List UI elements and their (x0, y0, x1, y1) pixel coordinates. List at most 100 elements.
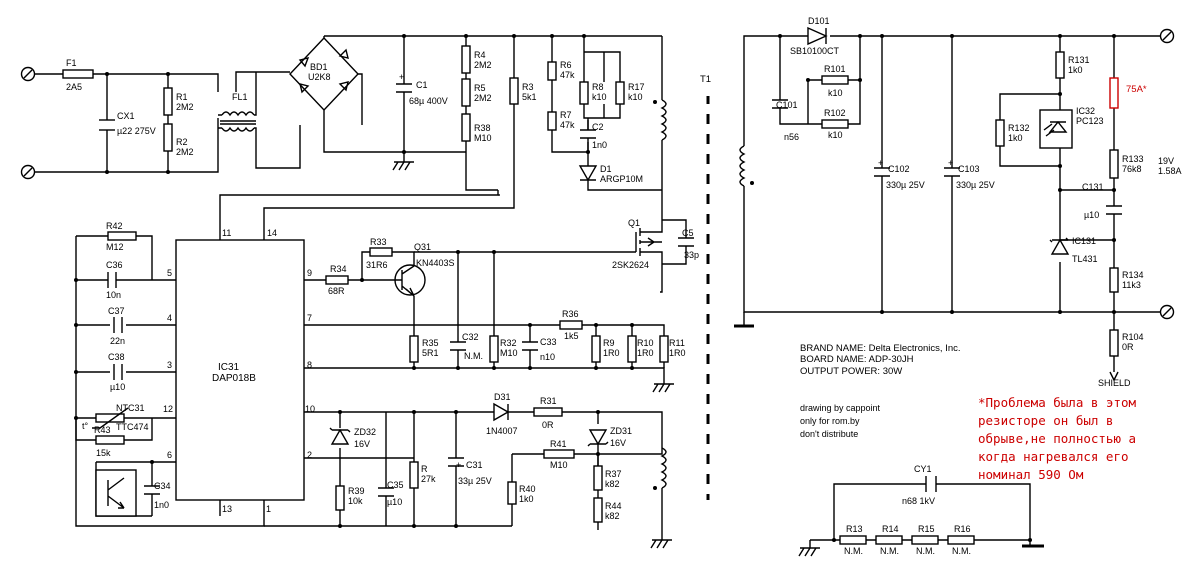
r-ref: R (421, 464, 428, 474)
resistor-r134[interactable] (1109, 267, 1119, 293)
capacitor-c101[interactable] (772, 99, 788, 109)
r40-val: 1k0 (519, 494, 534, 504)
resistor-r1[interactable] (163, 87, 173, 116)
resistor-r17[interactable] (615, 81, 625, 105)
r32-val: M10 (500, 348, 518, 358)
capacitor-c5[interactable] (662, 219, 694, 265)
ic31-chip[interactable] (175, 239, 305, 501)
r9-ref: R9 (603, 338, 615, 348)
resistor-r41[interactable] (543, 449, 575, 459)
resistor-r7[interactable] (547, 111, 557, 131)
mosfet-q1[interactable] (500, 190, 663, 293)
capacitor-c37[interactable] (113, 317, 123, 333)
resistor-75a[interactable] (1109, 77, 1119, 109)
resistor-r43[interactable] (95, 435, 125, 445)
resistor-r32[interactable] (489, 335, 499, 363)
output-terminal-neg[interactable] (1159, 304, 1175, 320)
r10-ref: R10 (637, 338, 654, 348)
capacitor-c38[interactable] (113, 364, 123, 380)
r8-val: k10 (592, 92, 607, 102)
board-info: BRAND NAME: Delta Electronics, Inc. BOAR… (800, 343, 961, 439)
r43-ref: R43 (94, 425, 111, 435)
resistor-r16[interactable] (947, 535, 975, 545)
capacitor-c31[interactable] (448, 457, 464, 467)
transistor-q31[interactable] (394, 264, 426, 297)
diode-d101[interactable] (807, 26, 828, 46)
c31-val: 33µ 25V (458, 476, 492, 486)
resistor-r34[interactable] (325, 275, 349, 285)
resistor-r2[interactable] (163, 123, 173, 152)
capacitor-c32[interactable] (450, 341, 466, 351)
diode-d1[interactable] (578, 152, 662, 191)
brand-name: BRAND NAME: Delta Electronics, Inc. (800, 343, 961, 354)
fuse-f1[interactable] (62, 69, 94, 79)
resistor-r101[interactable] (821, 75, 849, 85)
secondary-wires (734, 35, 1160, 372)
resistor-r13[interactable] (839, 535, 867, 545)
optocoupler-ic32[interactable] (1039, 109, 1073, 149)
resistor-r[interactable] (409, 461, 419, 489)
resistor-r104[interactable] (1109, 329, 1119, 357)
bd1-ref: BD1 (310, 62, 328, 72)
r102-val: k10 (828, 130, 843, 140)
resistor-r10[interactable] (627, 335, 637, 363)
r36-ref: R36 (562, 309, 579, 319)
capacitor-c102[interactable] (874, 167, 890, 177)
capacitor-c1[interactable] (396, 36, 412, 152)
resistor-r35[interactable] (409, 335, 419, 363)
zener-zd32[interactable] (329, 427, 351, 445)
cy1-val: n68 1kV (902, 496, 935, 506)
c31-ref: C31 (466, 460, 483, 470)
resistor-r131[interactable] (1055, 51, 1065, 79)
resistor-r44[interactable] (593, 497, 603, 523)
capacitor-c35[interactable] (378, 487, 394, 497)
q1-val: 2SK2624 (612, 260, 649, 270)
r14-ref: R14 (882, 524, 899, 534)
ac-terminal-bottom[interactable] (20, 164, 36, 180)
diode-d31[interactable] (486, 402, 510, 422)
resistor-r42[interactable] (107, 231, 137, 241)
resistor-r36[interactable] (559, 320, 583, 330)
capacitor-c131[interactable] (1106, 205, 1122, 215)
resistor-r40[interactable] (507, 481, 517, 505)
resistor-r37[interactable] (593, 465, 603, 491)
resistor-r14[interactable] (875, 535, 903, 545)
capacitor-c34[interactable] (144, 478, 160, 500)
thermistor-ntc31[interactable] (92, 407, 129, 429)
output-terminal-pos[interactable] (1159, 28, 1175, 44)
resistor-r38[interactable] (461, 113, 471, 142)
c102-plus: + (878, 158, 883, 168)
ic31-pin-2: 2 (307, 450, 312, 460)
r9-val: 1R0 (603, 348, 620, 358)
c101-val: n56 (784, 132, 799, 142)
capacitor-cy1[interactable] (925, 476, 937, 492)
transformer-t1[interactable] (653, 36, 754, 500)
resistor-r102[interactable] (821, 119, 849, 129)
resistor-r4[interactable] (461, 45, 471, 74)
r14-val: N.M. (880, 546, 899, 556)
choke-fl1[interactable] (218, 72, 301, 169)
resistor-r133[interactable] (1109, 149, 1119, 179)
r11-ref: R11 (669, 338, 685, 348)
resistor-r132[interactable] (995, 119, 1005, 147)
resistor-r11[interactable] (659, 335, 669, 363)
resistor-r5[interactable] (461, 78, 471, 107)
resistor-r9[interactable] (591, 335, 601, 363)
capacitor-c33[interactable] (522, 341, 538, 351)
r-val: 27k (421, 474, 436, 484)
capacitor-c103[interactable] (944, 167, 960, 177)
resistor-r15[interactable] (911, 535, 939, 545)
ac-terminal-top[interactable] (20, 66, 36, 82)
resistor-r3[interactable] (509, 77, 519, 105)
zener-zd31[interactable] (587, 429, 609, 447)
resistor-r6[interactable] (547, 61, 557, 81)
resistor-r8[interactable] (579, 81, 589, 105)
optocoupler-transistor[interactable] (95, 469, 137, 517)
capacitor-cx1[interactable] (99, 119, 115, 131)
capacitor-c36[interactable] (107, 272, 130, 288)
resistor-r31[interactable] (533, 407, 563, 417)
resistor-r33[interactable] (369, 247, 393, 257)
r4-val: 2M2 (474, 60, 492, 70)
resistor-r39[interactable] (335, 485, 345, 511)
shunt-ic131[interactable] (1049, 237, 1070, 255)
